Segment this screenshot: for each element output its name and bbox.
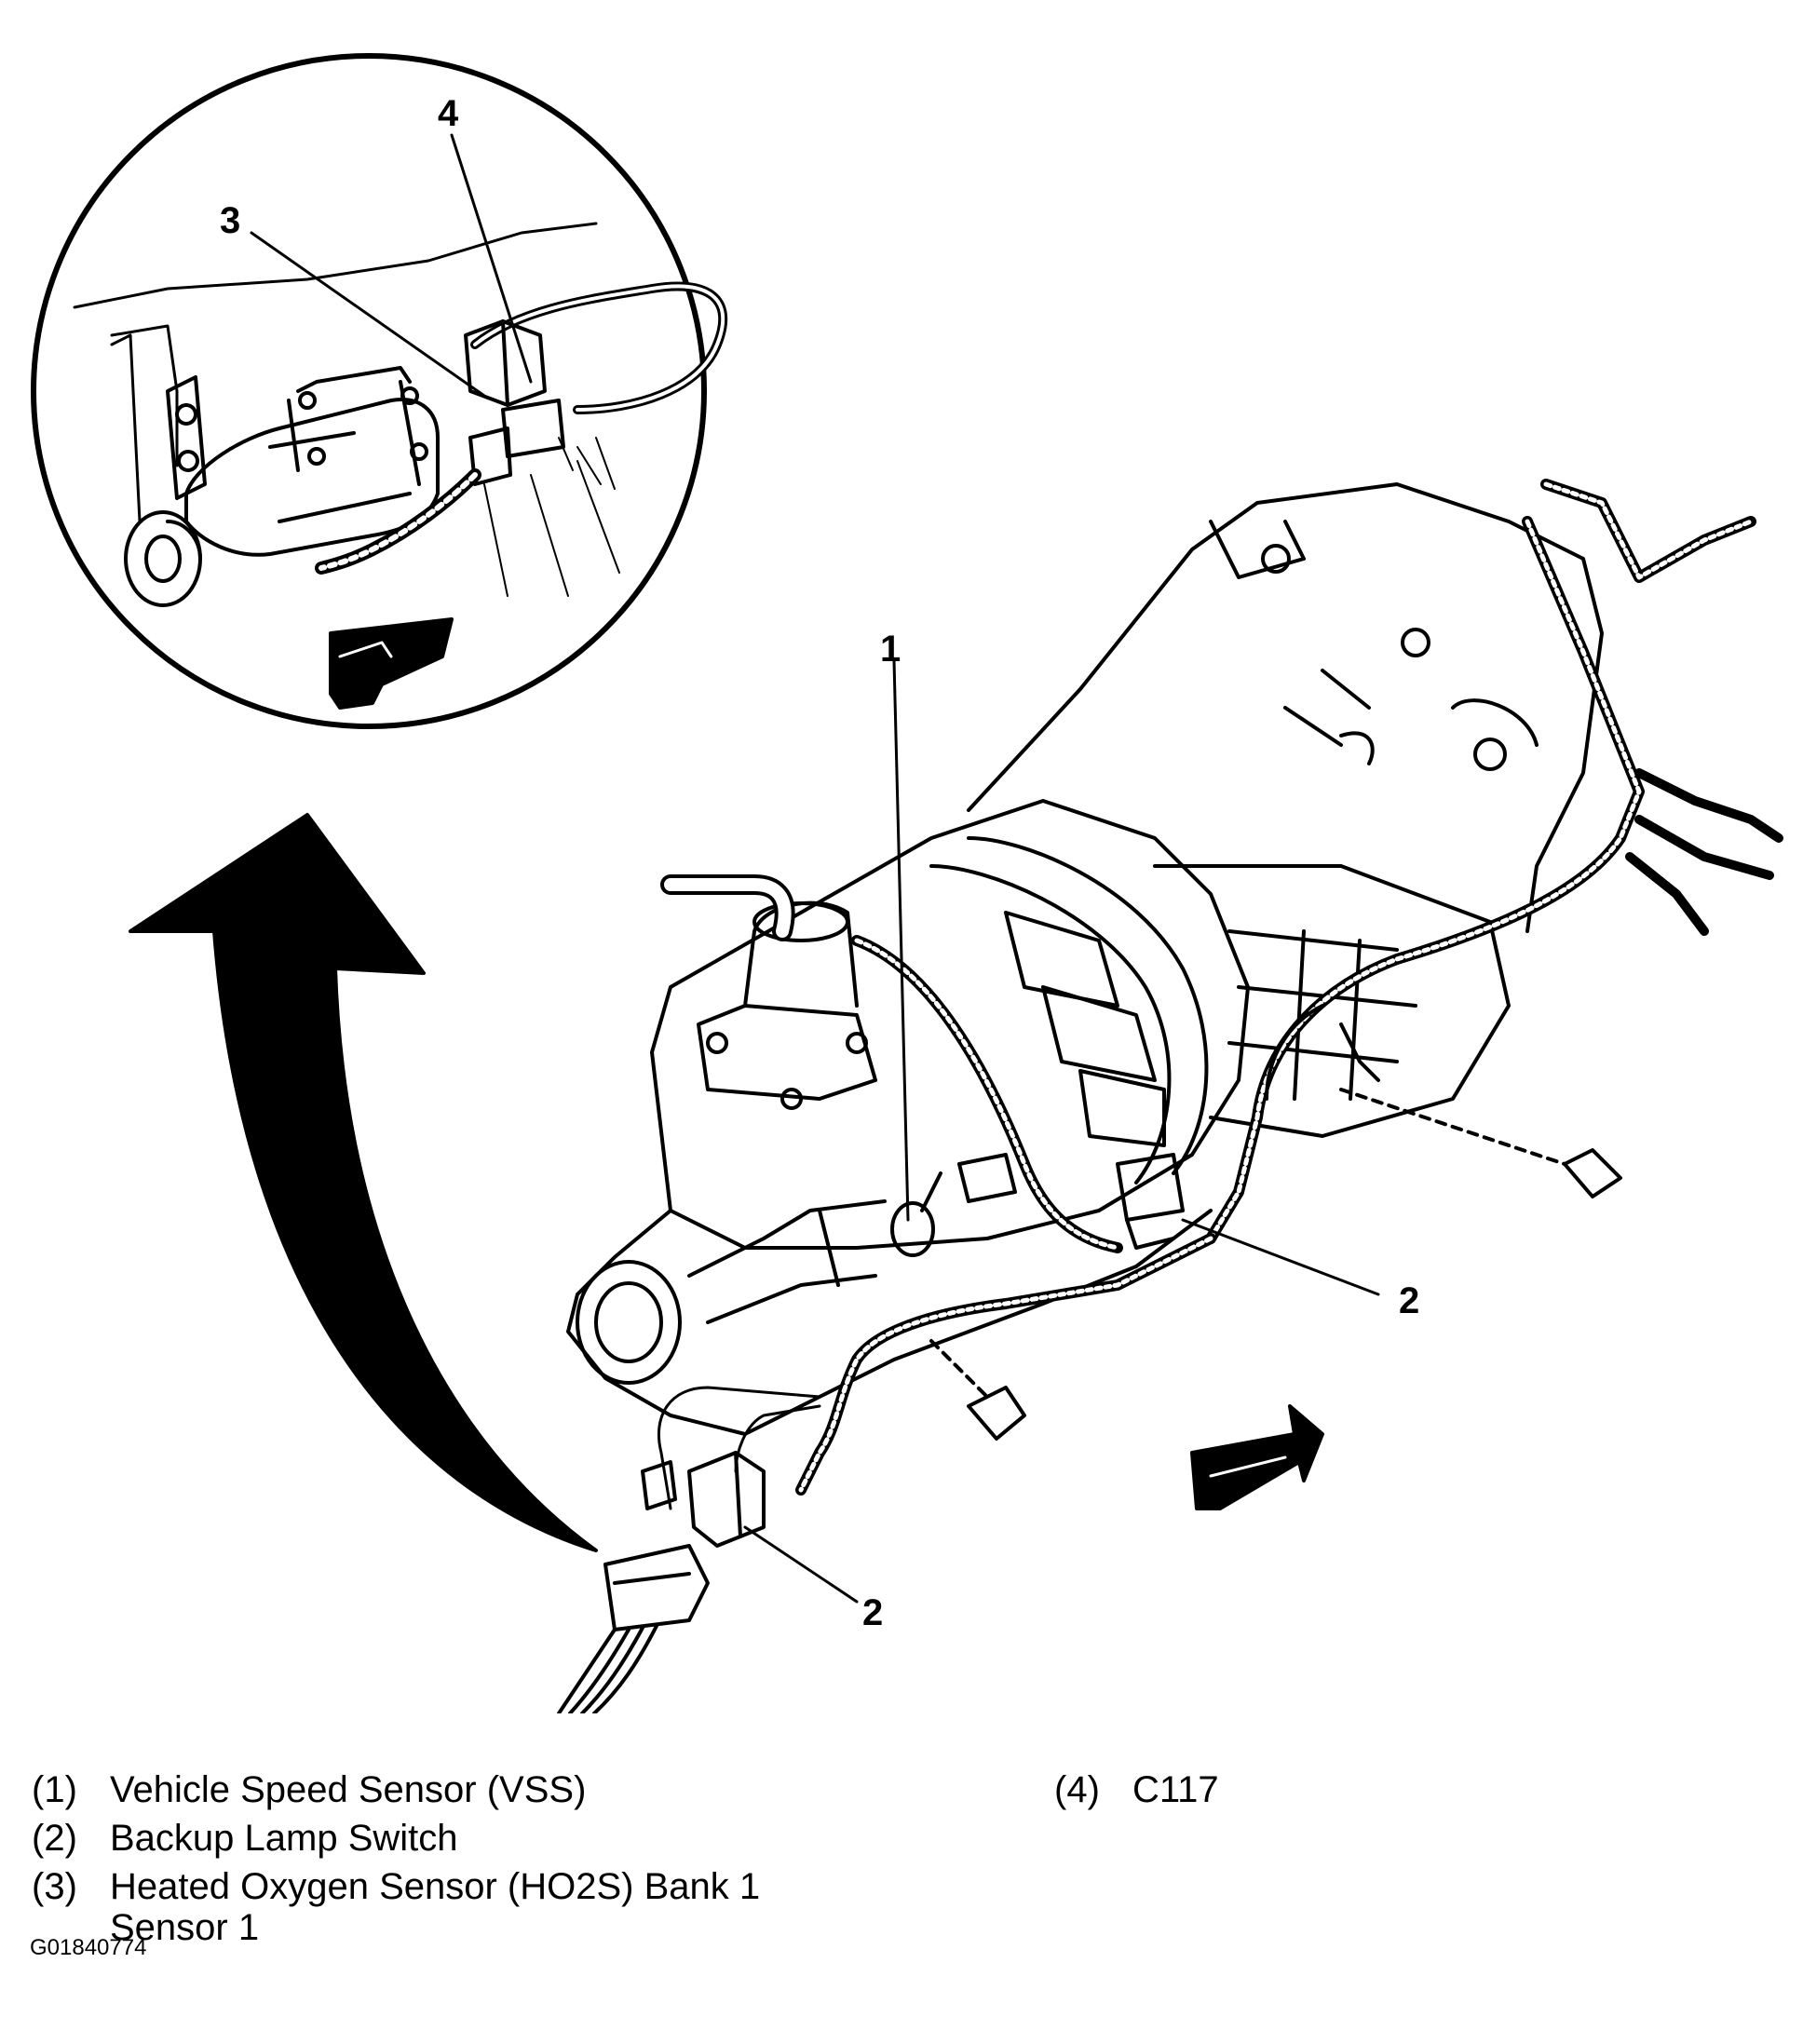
callout-3-leader [250, 231, 486, 398]
detail-circle [31, 53, 707, 729]
legend-text: C117 [1132, 1769, 1219, 1810]
bolt-icon-2 [1339, 1088, 1622, 1198]
bolt-icon [929, 1339, 1026, 1441]
callout-2a-leader [1181, 1218, 1380, 1296]
callout-3: 3 [220, 200, 240, 241]
callout-1: 1 [880, 629, 901, 670]
inset-direction-arrow-icon [329, 617, 454, 710]
legend-number: (3) [32, 1866, 77, 1907]
callout-2b: 2 [862, 1592, 883, 1633]
curved-arrow-icon [129, 813, 598, 1552]
legend-text: Sensor 1 [110, 1907, 260, 1948]
direction-arrow-icon [1190, 1404, 1324, 1510]
callout-2a: 2 [1399, 1280, 1419, 1321]
diagram-artwork: 3 4 1 2 2 [31, 53, 1783, 1713]
legend-text: Backup Lamp Switch [110, 1818, 458, 1859]
figure-id: G01840774 [30, 1935, 147, 1960]
callout-1-leader [892, 659, 910, 1222]
legend-text: Heated Oxygen Sensor (HO2S) Bank 1 [110, 1866, 761, 1907]
legend-number: (1) [32, 1769, 77, 1810]
legend: (1) Vehicle Speed Sensor (VSS) (2) Backu… [0, 1732, 1803, 2011]
callout-4-leader [450, 133, 533, 384]
callout-2b-leader [743, 1525, 859, 1604]
transmission [557, 479, 1783, 1713]
legend-text: Vehicle Speed Sensor (VSS) [110, 1769, 587, 1810]
lower-connector-block [603, 1544, 710, 1631]
output-shaft-seal [576, 1260, 682, 1385]
callout-4: 4 [438, 93, 459, 134]
legend-number: (4) [1054, 1769, 1100, 1810]
detail-inset [31, 53, 728, 729]
legend-number: (2) [32, 1818, 77, 1859]
